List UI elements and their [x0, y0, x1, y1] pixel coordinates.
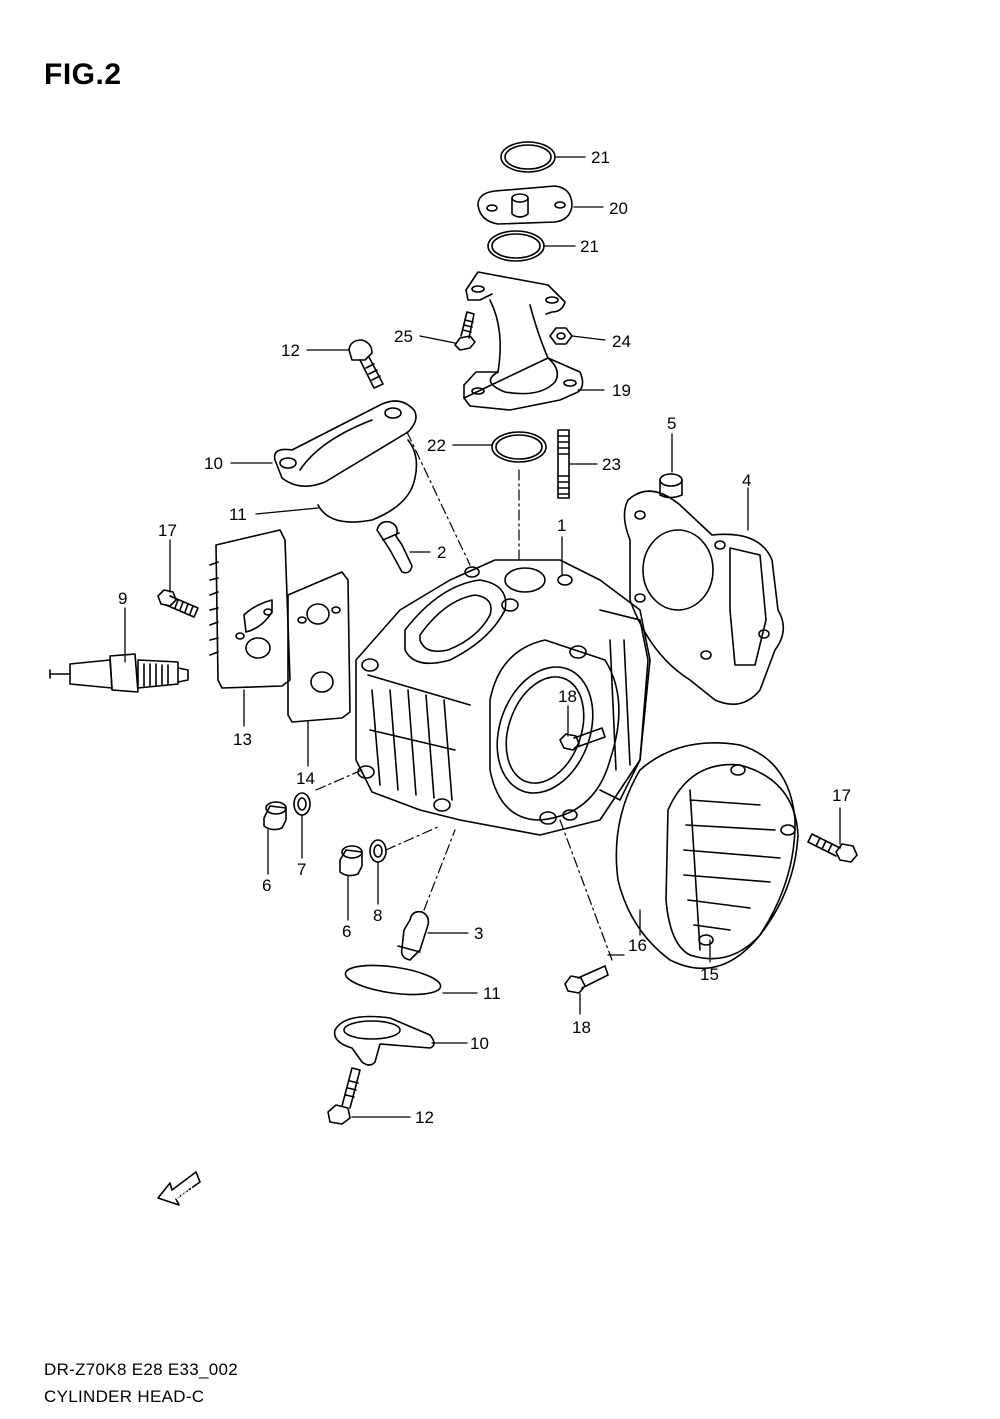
bolt-12-lower	[327, 1067, 361, 1125]
part-label: 6	[262, 876, 271, 895]
bolt-18-lower	[564, 965, 609, 994]
gasket-11-lower	[344, 964, 442, 996]
intake-flange-plate	[477, 185, 573, 225]
part-label: 20	[609, 199, 628, 218]
part-label: 11	[229, 505, 247, 524]
part-label: 12	[281, 341, 300, 360]
washer-7	[293, 792, 311, 816]
cylinder-head-shroud	[209, 529, 291, 689]
part-label: 22	[427, 436, 446, 455]
part-label: 1	[557, 516, 566, 535]
stud-bolt-23	[557, 429, 570, 499]
part-label: 8	[373, 906, 382, 925]
bolt-25	[454, 311, 476, 351]
head-cover	[665, 763, 799, 960]
valve-3	[397, 910, 430, 961]
bolt-12-upper	[348, 339, 384, 389]
part-label: 10	[204, 454, 223, 473]
part-label: 16	[628, 936, 647, 955]
model-code: DR-Z70K8 E28 E33_002	[44, 1360, 239, 1379]
figure-title: FIG.2	[44, 58, 122, 91]
nut-24	[549, 327, 573, 345]
o-ring-upper	[500, 141, 556, 173]
section-name: CYLINDER HEAD-C	[44, 1387, 205, 1406]
part-label: 11	[483, 984, 501, 1003]
bolt-17-right	[807, 833, 858, 863]
part-label: 4	[742, 471, 751, 490]
part-label: 3	[474, 924, 483, 943]
part-label: 6	[342, 922, 351, 941]
gasket-11-upper	[317, 439, 418, 523]
cap-nut-6-lower	[339, 845, 363, 877]
bolt-17-left	[157, 589, 199, 618]
tensioner-cap-upper	[273, 400, 417, 487]
part-label: 21	[580, 237, 599, 256]
part-label: 24	[612, 332, 631, 351]
part-label: 17	[158, 521, 177, 540]
bolt-18-upper	[559, 727, 606, 751]
o-ring-middle	[487, 230, 545, 262]
cylinder-gasket	[623, 490, 785, 706]
washer-8	[369, 839, 387, 863]
part-label: 7	[297, 860, 306, 879]
cap-nut-6-upper	[263, 801, 287, 831]
part-label: 25	[394, 327, 413, 346]
part-label: 10	[470, 1034, 489, 1053]
fwd-label: FWD	[173, 1182, 196, 1203]
o-ring-22	[491, 431, 547, 463]
part-label: 13	[233, 730, 252, 749]
tensioner-cap-lower	[333, 1015, 435, 1066]
part-label: 14	[296, 769, 315, 788]
part-label: 23	[602, 455, 621, 474]
part-label: 18	[558, 687, 577, 706]
valve-2	[376, 520, 413, 574]
part-label: 19	[612, 381, 631, 400]
part-label: 17	[832, 786, 851, 805]
intake-pipe	[463, 271, 584, 411]
part-label: 2	[437, 543, 446, 562]
shroud-gasket	[287, 571, 351, 723]
part-label: 21	[591, 148, 610, 167]
part-label: 9	[118, 589, 127, 608]
cylinder-head	[355, 559, 651, 836]
part-label: 12	[415, 1108, 434, 1127]
spark-plug	[49, 653, 189, 693]
fwd-arrow-icon	[157, 1171, 201, 1206]
part-label: 5	[667, 414, 676, 433]
part-label: 18	[572, 1018, 591, 1037]
part-label: 15	[700, 965, 719, 984]
